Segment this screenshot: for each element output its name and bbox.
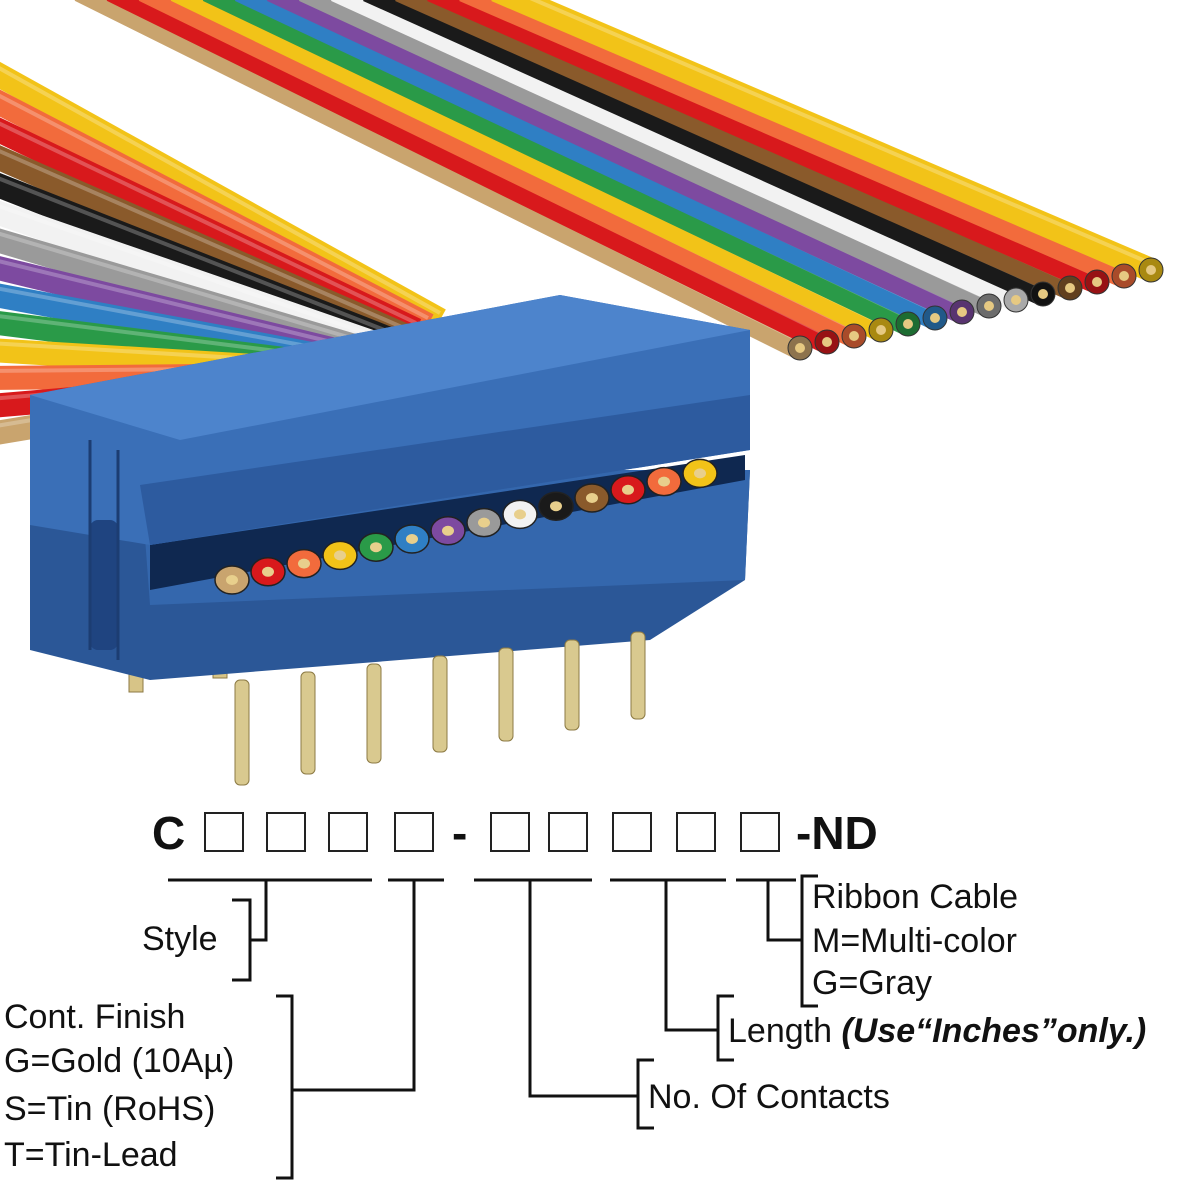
length-box-2 — [676, 812, 716, 852]
rear-wire — [138, 0, 860, 347]
front-wire — [0, 61, 446, 331]
finish-title: Cont. Finish — [4, 998, 186, 1036]
pin — [300, 671, 316, 775]
finish-option-tin: S=Tin (RoHS) — [4, 1090, 216, 1128]
rear-wire — [395, 0, 1075, 299]
front-wire — [0, 89, 434, 336]
rear-wire — [298, 0, 995, 317]
front-wire — [0, 117, 422, 341]
ribbon-cable-ends — [787, 257, 1164, 361]
pin — [564, 639, 580, 731]
length-label-text: Length — [728, 1012, 842, 1050]
length-box-1 — [612, 812, 652, 852]
rear-wire — [106, 0, 833, 353]
cable-box — [740, 812, 780, 852]
rear-wire — [459, 0, 1129, 288]
style-label: Style — [142, 920, 218, 958]
pin — [366, 663, 382, 764]
pin — [234, 679, 250, 786]
cable-option-multicolor: M=Multi-color — [812, 922, 1017, 960]
length-label: Length (Use“Inches”only.) — [728, 1010, 1146, 1052]
part-number-suffix: -ND — [796, 807, 878, 859]
style-box-3 — [328, 812, 368, 852]
style-box-2 — [266, 812, 306, 852]
ribbon-cable-rear — [74, 0, 1158, 359]
part-number-prefix: C — [152, 807, 186, 859]
pin — [432, 655, 448, 753]
finish-option-gold: G=Gold (10Aµ) — [4, 1042, 235, 1080]
rear-wire — [202, 0, 914, 335]
rear-wire — [427, 0, 1102, 293]
pin — [630, 631, 646, 720]
contacts-box-1 — [490, 812, 530, 852]
contacts-box-2 — [548, 812, 588, 852]
rear-wire — [170, 0, 887, 341]
contacts-label: No. Of Contacts — [648, 1078, 890, 1116]
rear-wire — [363, 0, 1048, 305]
dip-connector-body — [30, 295, 750, 786]
rear-wire — [266, 0, 968, 323]
pin — [498, 647, 514, 742]
finish-option-tin-lead: T=Tin-Lead — [4, 1136, 178, 1174]
cable-option-gray: G=Gray — [812, 964, 932, 1002]
rear-wire — [491, 0, 1156, 282]
rear-wire — [234, 0, 941, 329]
cable-title: Ribbon Cable — [812, 878, 1019, 916]
length-note: (Use“Inches”only.) — [841, 1012, 1147, 1050]
rear-wire — [74, 0, 806, 359]
style-box-1 — [204, 812, 244, 852]
rear-wire — [331, 0, 1021, 311]
part-number-dash: - — [452, 807, 468, 859]
connector-illustration — [0, 0, 1164, 786]
pins-front-row — [234, 631, 646, 786]
finish-box — [394, 812, 434, 852]
